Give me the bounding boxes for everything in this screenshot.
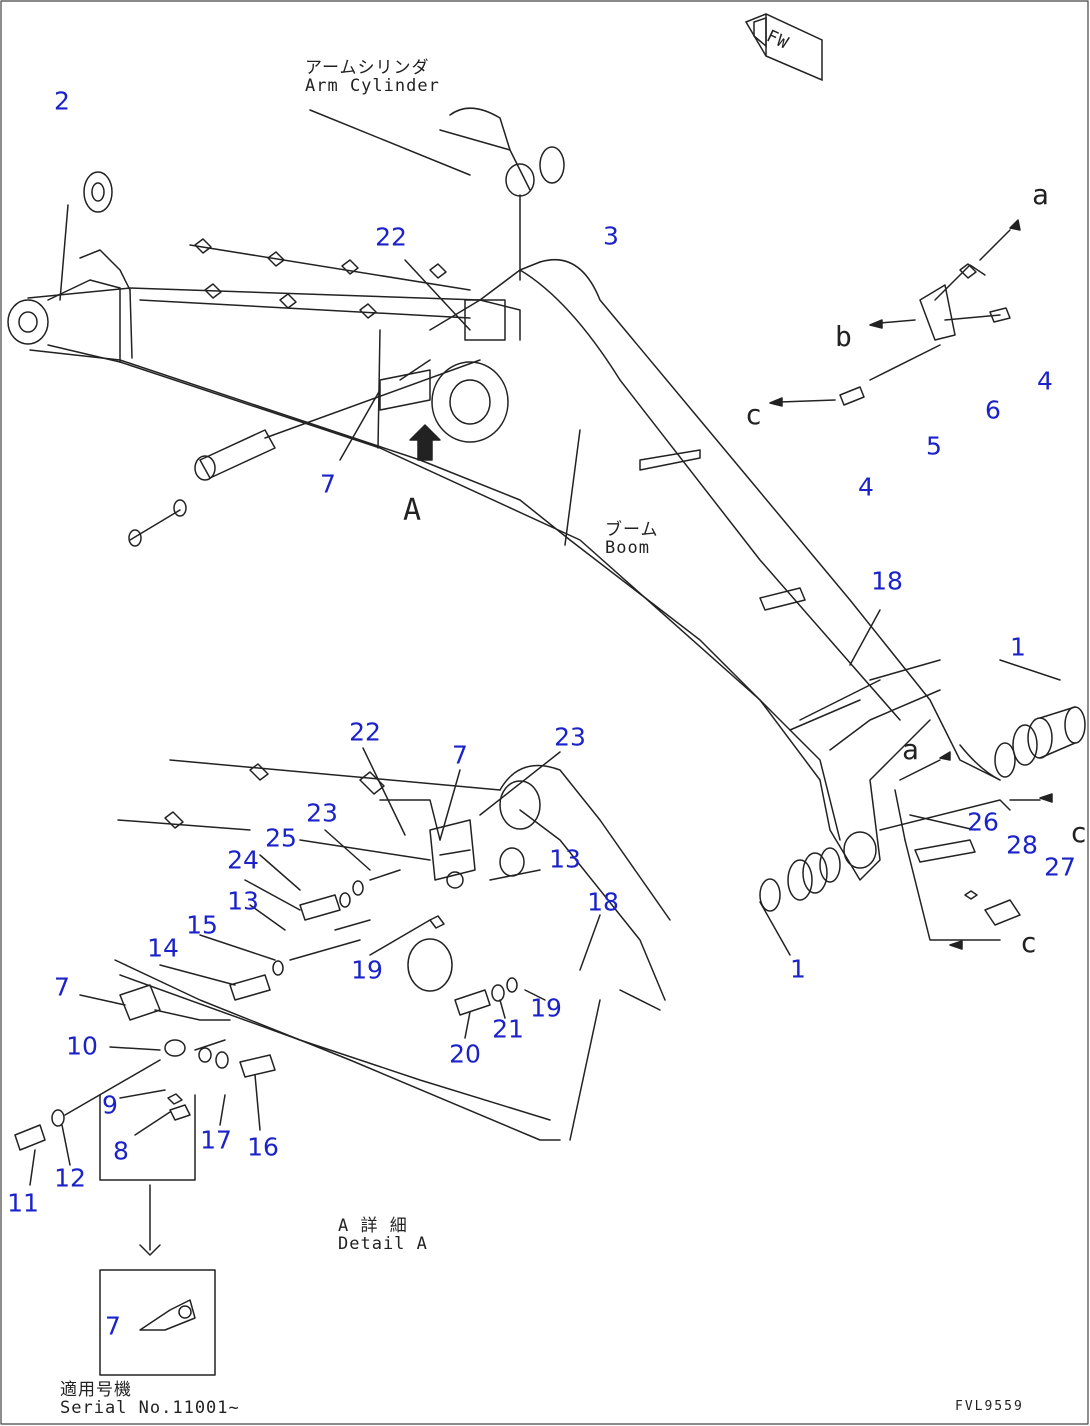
callout-9[interactable]: 9 <box>102 1090 118 1120</box>
arm-cylinder-label-jp: アームシリンダ <box>305 58 430 78</box>
callout-2[interactable]: 2 <box>54 86 70 116</box>
callout-1-upper[interactable]: 1 <box>1010 632 1026 662</box>
callout-20[interactable]: 20 <box>449 1039 481 1069</box>
callout-18-detail[interactable]: 18 <box>587 887 619 917</box>
boom-label: ブーム Boom <box>605 520 659 558</box>
callout-11[interactable]: 11 <box>7 1188 39 1218</box>
serial-label-en: Serial No.11001~ <box>60 1397 240 1418</box>
detail-a-label-jp: A 詳 細 <box>338 1216 408 1236</box>
callout-28[interactable]: 28 <box>1006 830 1038 860</box>
view-a-label: A <box>403 493 422 528</box>
callout-19-left[interactable]: 19 <box>351 955 383 985</box>
callout-23-left[interactable]: 23 <box>306 798 338 828</box>
callout-25[interactable]: 25 <box>265 823 297 853</box>
forward-direction-icon <box>744 13 823 82</box>
callout-24[interactable]: 24 <box>227 845 259 875</box>
arm-cylinder-label: アームシリンダ Arm Cylinder <box>305 58 440 96</box>
callout-5[interactable]: 5 <box>926 431 942 461</box>
serial-label: 適用号機 Serial No.11001~ <box>60 1380 240 1418</box>
callout-7-inset[interactable]: 7 <box>105 1311 121 1341</box>
boom-label-jp: ブーム <box>605 520 659 540</box>
callout-15[interactable]: 15 <box>186 910 218 940</box>
ref-b-label: b <box>835 320 852 353</box>
callout-22-detail[interactable]: 22 <box>349 717 381 747</box>
boom-main <box>7 107 1086 956</box>
callout-13-left[interactable]: 13 <box>227 886 259 916</box>
callout-18-upper[interactable]: 18 <box>871 566 903 596</box>
callout-7-detail-left[interactable]: 7 <box>54 972 70 1002</box>
callout-16[interactable]: 16 <box>247 1132 279 1162</box>
drawing-code: FVL9559 <box>955 1399 1024 1414</box>
callout-26[interactable]: 26 <box>967 807 999 837</box>
callout-13-right[interactable]: 13 <box>549 844 581 874</box>
callout-4-right[interactable]: 4 <box>1037 366 1053 396</box>
callout-21[interactable]: 21 <box>492 1014 524 1044</box>
detail-a-label-en: Detail A <box>338 1233 428 1254</box>
callout-7-upper[interactable]: 7 <box>320 469 336 499</box>
detail-a-label: A 詳 細 Detail A <box>338 1216 428 1254</box>
boom-label-en: Boom <box>605 537 650 558</box>
callout-1-lower[interactable]: 1 <box>790 954 806 984</box>
callout-12[interactable]: 12 <box>54 1163 86 1193</box>
ref-a-label: a <box>1032 178 1049 211</box>
callout-23-right[interactable]: 23 <box>554 722 586 752</box>
serial-label-jp: 適用号機 <box>60 1380 132 1400</box>
ref-c-label-upper: c <box>745 398 762 431</box>
callout-6[interactable]: 6 <box>985 395 1001 425</box>
callout-27[interactable]: 27 <box>1044 852 1076 882</box>
callout-22-upper[interactable]: 22 <box>375 222 407 252</box>
callout-7-detail[interactable]: 7 <box>452 740 468 770</box>
callout-10[interactable]: 10 <box>66 1031 98 1061</box>
detail-a-drawing <box>14 747 671 1376</box>
callout-14[interactable]: 14 <box>147 933 179 963</box>
callout-3[interactable]: 3 <box>603 221 619 251</box>
callout-4-lower[interactable]: 4 <box>858 472 874 502</box>
callout-8[interactable]: 8 <box>113 1136 129 1166</box>
ref-c-label-right: c <box>1070 816 1087 849</box>
ref-c-label-lower: c <box>1020 926 1037 959</box>
arm-cylinder-label-en: Arm Cylinder <box>305 75 440 96</box>
ref-a-label-foot: a <box>902 733 919 766</box>
callout-19-right[interactable]: 19 <box>530 993 562 1023</box>
callout-17[interactable]: 17 <box>200 1125 232 1155</box>
